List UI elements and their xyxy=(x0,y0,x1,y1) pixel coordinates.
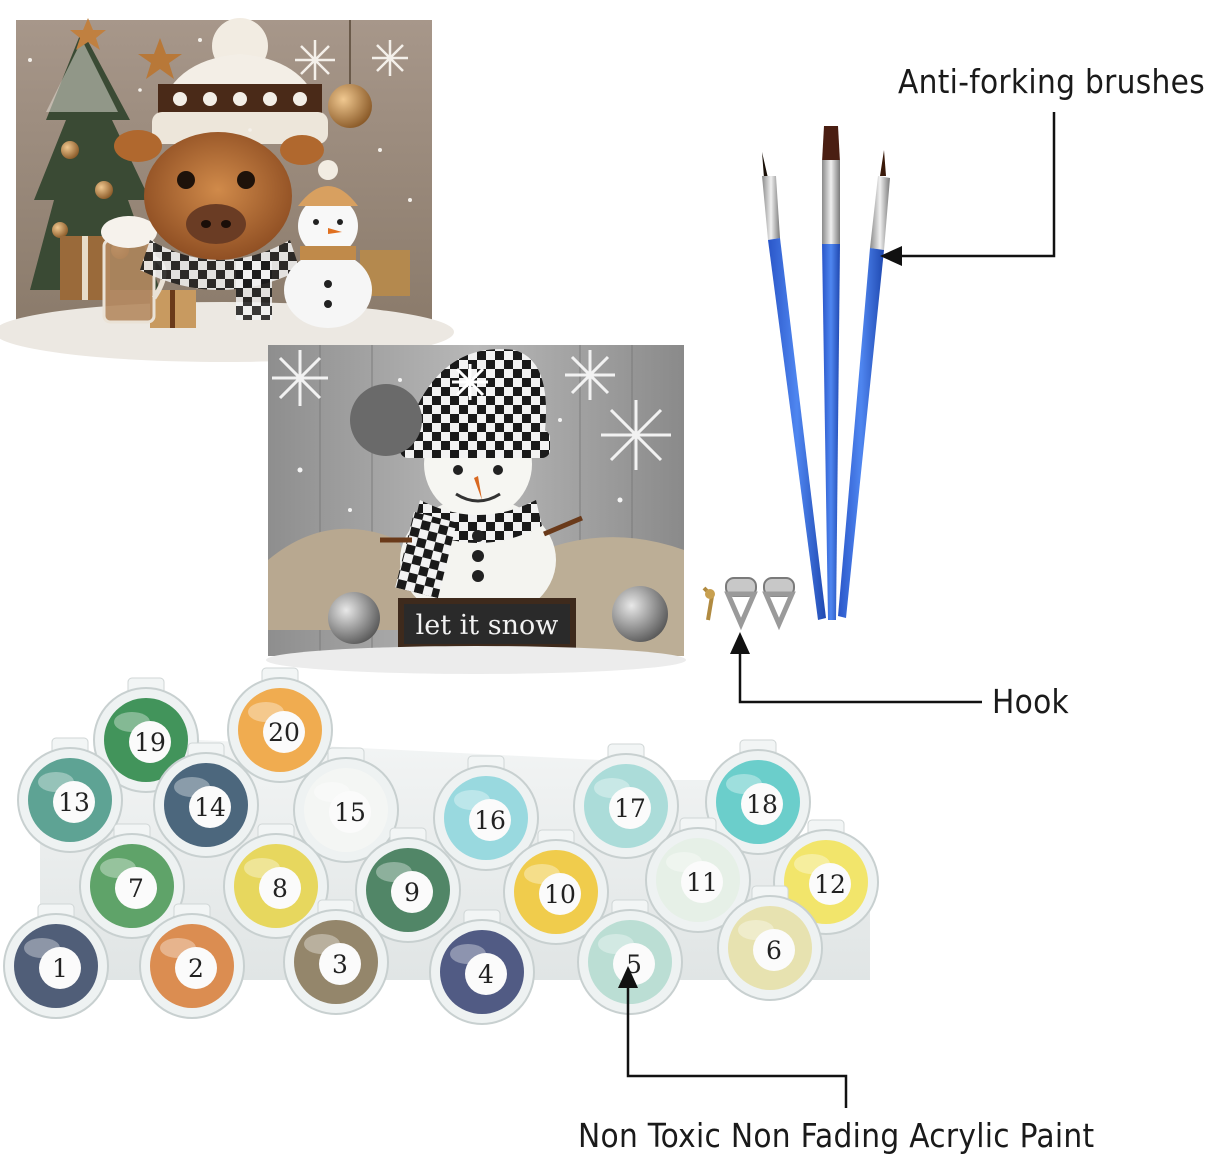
hook-arrowhead xyxy=(730,632,750,654)
paint-pot-16: 16 xyxy=(433,755,539,871)
paint-number-10: 10 xyxy=(544,880,576,909)
paint-color-15 xyxy=(304,768,388,852)
paint-pot-9: 9 xyxy=(355,827,461,943)
paint-color-9 xyxy=(366,848,450,932)
paint-number-12: 12 xyxy=(814,870,846,899)
paint-color-18 xyxy=(716,760,800,844)
paint-pot-17: 17 xyxy=(573,743,679,859)
paint-pointer xyxy=(626,986,848,1108)
paint-color-1 xyxy=(14,924,98,1008)
paint-color-20 xyxy=(238,688,322,772)
snowman-painting-scene: let it snow xyxy=(266,345,686,674)
paint-pot-4: 4 xyxy=(429,909,535,1025)
paint-pot-15: 15 xyxy=(293,747,399,863)
paint-color-4 xyxy=(440,930,524,1014)
paint-color-11 xyxy=(656,838,740,922)
paint-color-14 xyxy=(164,763,248,847)
paint-number-15: 15 xyxy=(334,798,366,827)
paint-number-19: 19 xyxy=(134,728,166,757)
paint-number-20: 20 xyxy=(268,718,300,747)
brushes-label: Anti-forking brushes xyxy=(898,62,1205,101)
paint-pot-5: 5 xyxy=(577,899,683,1015)
paint-pot-10: 10 xyxy=(503,829,609,945)
paint-pot-11: 11 xyxy=(645,817,751,933)
paint-color-7 xyxy=(90,844,174,928)
paint-pot-2: 2 xyxy=(139,903,245,1019)
paint-number-3: 3 xyxy=(332,950,348,979)
paint-pot-3: 3 xyxy=(283,899,389,1015)
paint-number-6: 6 xyxy=(766,936,782,965)
cow-painting-scene xyxy=(0,18,454,362)
paint-color-12 xyxy=(784,840,868,924)
paint-pot-7: 7 xyxy=(79,823,185,939)
paint-pot-8: 8 xyxy=(223,823,329,939)
paint-color-3 xyxy=(294,920,378,1004)
paint-pot-20: 20 xyxy=(227,667,333,783)
paint-number-1: 1 xyxy=(52,954,68,983)
brushes-pointer xyxy=(900,112,1056,258)
paint-pot-12: 12 xyxy=(773,819,879,935)
paint-color-10 xyxy=(514,850,598,934)
hook-label: Hook xyxy=(992,682,1070,721)
paint-number-7: 7 xyxy=(128,874,144,903)
paint-color-16 xyxy=(444,776,528,860)
paint-number-9: 9 xyxy=(404,878,420,907)
hook-pointer xyxy=(738,652,982,704)
sawtooth-hooks xyxy=(702,577,796,631)
paint-number-18: 18 xyxy=(746,790,778,819)
paint-number-5: 5 xyxy=(626,950,642,979)
paint-number-4: 4 xyxy=(478,960,494,989)
paint-pot-18: 18 xyxy=(705,739,811,855)
paint-number-11: 11 xyxy=(686,868,718,897)
paint-color-13 xyxy=(28,758,112,842)
paint-number-2: 2 xyxy=(188,954,204,983)
sign-text: let it snow xyxy=(416,610,559,641)
paint-color-17 xyxy=(584,764,668,848)
paint-number-14: 14 xyxy=(194,793,226,822)
brush-set xyxy=(762,126,890,620)
brush-left xyxy=(762,152,826,620)
paint-pot-14: 14 xyxy=(153,742,259,858)
brush-middle xyxy=(822,126,840,620)
paint-label: Non Toxic Non Fading Acrylic Paint xyxy=(578,1116,1095,1155)
paint-pot-13: 13 xyxy=(17,737,123,853)
paint-color-5 xyxy=(588,920,672,1004)
paint-pot-1: 1 xyxy=(3,903,109,1019)
paint-number-17: 17 xyxy=(614,794,646,823)
paint-number-13: 13 xyxy=(58,788,90,817)
paint-arrowhead xyxy=(618,966,638,988)
paint-color-8 xyxy=(234,844,318,928)
paint-number-16: 16 xyxy=(474,806,506,835)
paint-pot-6: 6 xyxy=(717,885,823,1001)
brush-right xyxy=(838,150,890,618)
paint-number-8: 8 xyxy=(272,874,288,903)
paint-color-19 xyxy=(104,698,188,782)
paint-color-2 xyxy=(150,924,234,1008)
brushes-arrowhead xyxy=(880,246,902,266)
paint-pot-19: 19 xyxy=(93,677,199,793)
paint-tray xyxy=(40,740,870,980)
paint-color-6 xyxy=(728,906,812,990)
